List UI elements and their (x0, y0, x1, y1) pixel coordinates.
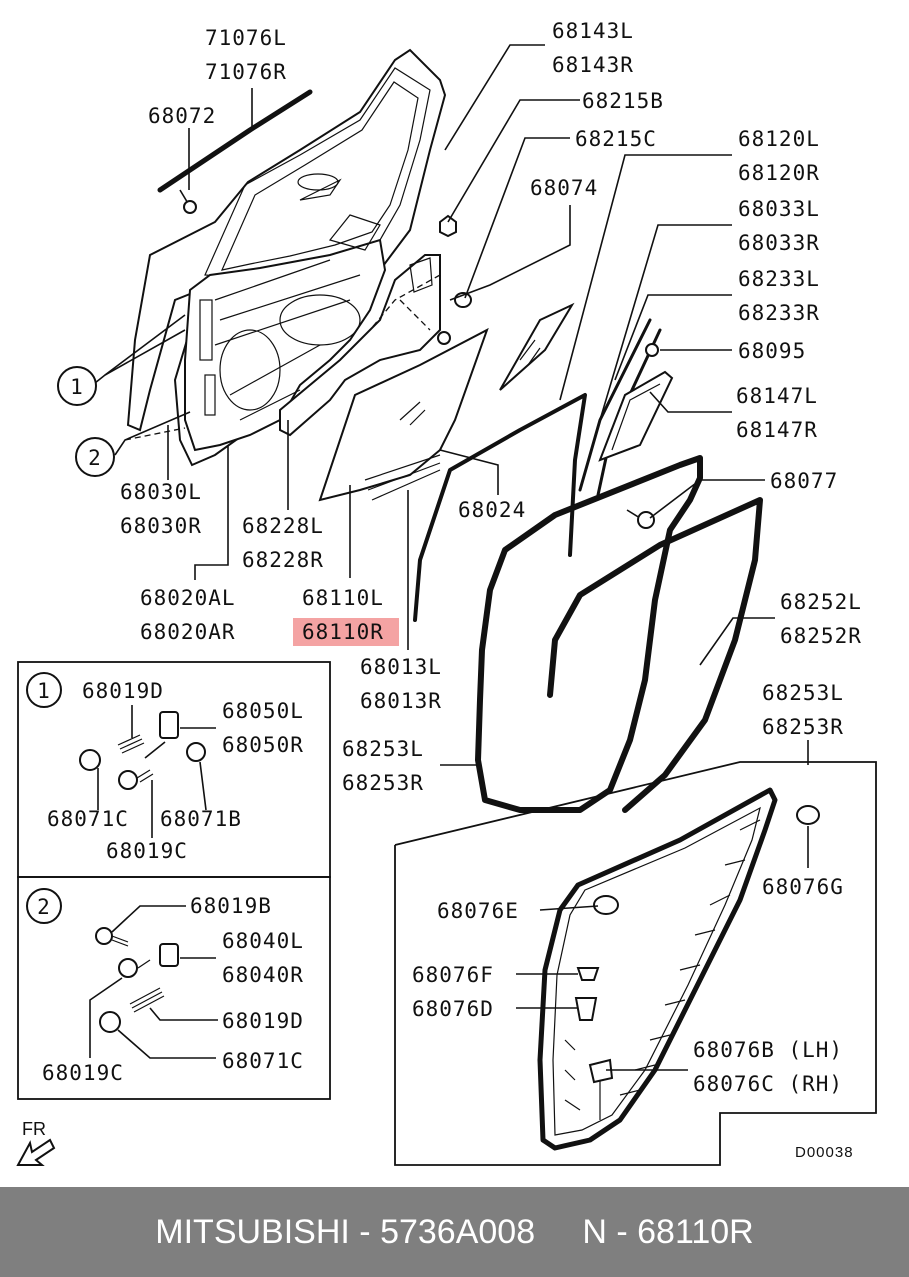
inset-2: 2 68019B 68040L 68040R 68019D 68019C 680… (17, 876, 331, 1100)
footer-ref-number: 68110R (637, 1212, 754, 1251)
door-glass-68110 (318, 327, 489, 502)
label-68253r-left: 68253R (342, 771, 424, 795)
svg-text:68071C: 68071C (47, 807, 129, 831)
label-68030l: 68030L (120, 480, 202, 504)
label-71076r: 71076R (205, 60, 287, 84)
label-68143l: 68143L (552, 19, 634, 43)
svg-text:FR: FR (22, 1119, 46, 1139)
label-68252l: 68252L (780, 590, 862, 614)
footer-bar: MITSUBISHI - 5736A008 N - 68110R (0, 1187, 909, 1277)
run-channel-68120 (413, 393, 587, 622)
label-68215b: 68215B (582, 89, 664, 113)
label-68110l: 68110L (302, 586, 384, 610)
footer-brand: MITSUBISHI (155, 1212, 350, 1251)
svg-text:2: 2 (88, 446, 102, 470)
screw-68095 (645, 343, 659, 357)
screw-68072 (179, 189, 197, 214)
svg-text:68076G: 68076G (762, 875, 844, 899)
footer-spacer (535, 1213, 582, 1252)
svg-text:1: 1 (70, 375, 84, 399)
callout-1: 1 (57, 366, 97, 406)
label-68013r: 68013R (360, 689, 442, 713)
svg-text:68040R: 68040R (222, 963, 304, 987)
label-68233l: 68233L (738, 267, 820, 291)
label-68253l-left: 68253L (342, 737, 424, 761)
svg-text:68050R: 68050R (222, 733, 304, 757)
label-68077: 68077 (770, 469, 838, 493)
label-68120r: 68120R (738, 161, 820, 185)
footer-separator: - (349, 1212, 381, 1251)
svg-text:68019C: 68019C (42, 1061, 124, 1085)
label-68228r: 68228R (242, 548, 324, 572)
label-68072: 68072 (148, 104, 216, 128)
front-direction-icon: FR (16, 1119, 56, 1166)
label-68147r: 68147R (736, 418, 818, 442)
svg-text:68019D: 68019D (222, 1009, 304, 1033)
svg-text:68071B: 68071B (160, 807, 242, 831)
svg-text:68076F: 68076F (412, 963, 494, 987)
label-68095: 68095 (738, 339, 806, 363)
leader-lines (94, 44, 809, 766)
label-68110r: 68110R (302, 620, 384, 644)
svg-text:68019D: 68019D (82, 679, 164, 703)
footer-separator-2: - (606, 1212, 638, 1251)
svg-text:68019B: 68019B (190, 894, 272, 918)
highlight-68110r (293, 618, 399, 646)
quarter-glass-68074 (499, 302, 575, 391)
label-68020ar: 68020AR (140, 620, 236, 644)
svg-text:68076D: 68076D (412, 997, 494, 1021)
footer-part-number: 5736A008 (380, 1212, 536, 1251)
label-68120l: 68120L (738, 127, 820, 151)
label-68233r: 68233R (738, 301, 820, 325)
svg-text:68019C: 68019C (106, 839, 188, 863)
svg-text:68071C: 68071C (222, 1049, 304, 1073)
clip-68077 (626, 509, 655, 529)
label-68215c: 68215C (575, 127, 657, 151)
label-68020al: 68020AL (140, 586, 236, 610)
svg-text:68040L: 68040L (222, 929, 304, 953)
callout-2: 2 (75, 437, 115, 477)
part-labels: 71076L 71076R 68072 68143L 68143R 68215B… (120, 19, 862, 795)
svg-text:1: 1 (37, 679, 51, 703)
label-68147l: 68147L (736, 384, 818, 408)
nut-68215b (439, 214, 457, 238)
label-68013l: 68013L (360, 655, 442, 679)
corner-seal-68147 (598, 370, 674, 462)
label-71076l: 71076L (205, 26, 287, 50)
svg-text:68050L: 68050L (222, 699, 304, 723)
svg-text:68076B (LH): 68076B (LH) (693, 1038, 843, 1062)
svg-text:2: 2 (37, 895, 51, 919)
weatherstrip-71076 (157, 89, 313, 193)
footer-ref-prefix: N (582, 1212, 607, 1251)
label-68228l: 68228L (242, 514, 324, 538)
label-68024: 68024 (458, 498, 526, 522)
label-68143r: 68143R (552, 53, 634, 77)
diagram-code: D00038 (795, 1144, 854, 1161)
label-68253r-right: 68253R (762, 715, 844, 739)
label-68252r: 68252R (780, 624, 862, 648)
inset-1: 1 68019D 68050L 68050R 68071C 68071B 680… (17, 661, 331, 878)
clip-68215c-2 (437, 331, 451, 345)
svg-text:68076E: 68076E (437, 899, 519, 923)
weatherstrip-68252-inner (547, 497, 763, 813)
channel-68013 (364, 454, 441, 501)
label-68253l-right: 68253L (762, 681, 844, 705)
weatherstrip-68252 (475, 455, 703, 813)
label-68074: 68074 (530, 176, 598, 200)
inset-68253: 68076G 68076E 68076F 68076D 68076B (LH) … (394, 761, 877, 1166)
door-assembly (126, 48, 447, 467)
parts-diagram: 1 2 71076L 71076R 68072 68143L 68143R 68… (16, 19, 877, 1166)
label-68033l: 68033L (738, 197, 820, 221)
label-68033r: 68033R (738, 231, 820, 255)
svg-text:68076C (RH): 68076C (RH) (693, 1072, 843, 1096)
label-68030r: 68030R (120, 514, 202, 538)
